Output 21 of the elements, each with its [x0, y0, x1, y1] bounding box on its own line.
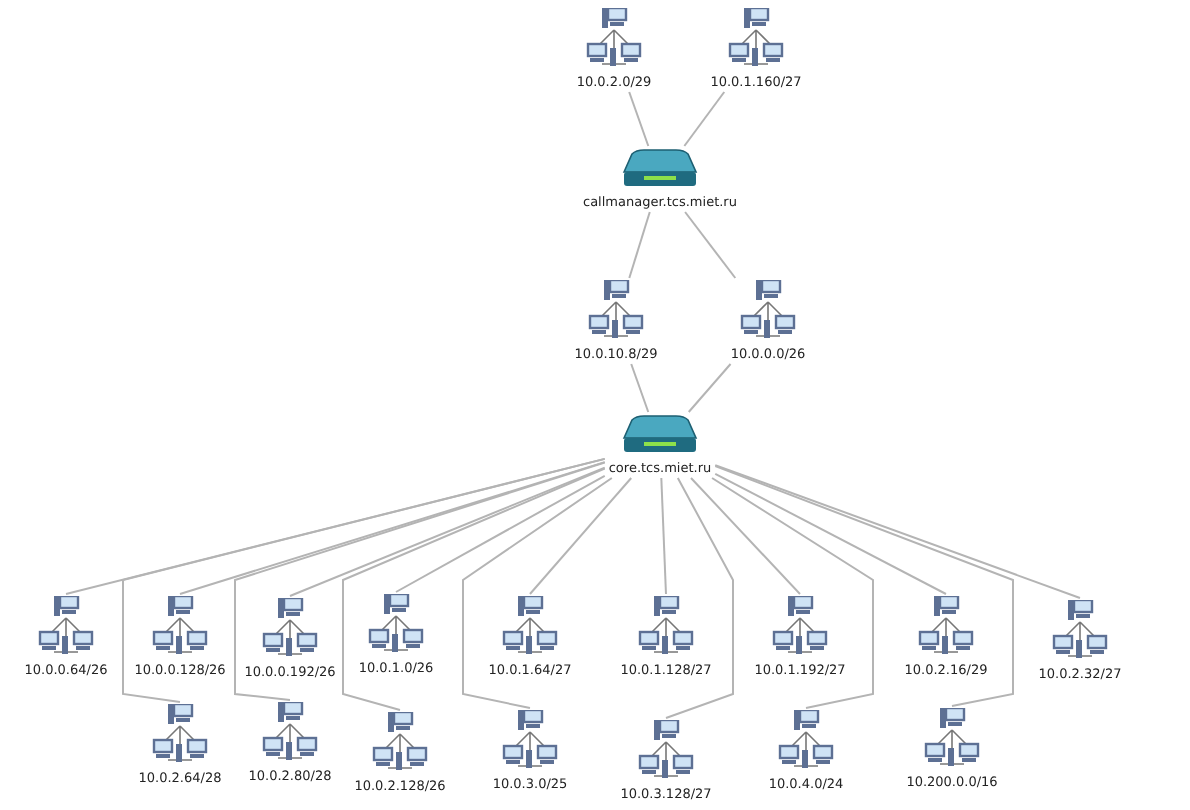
link-line — [462, 477, 613, 709]
link-line — [529, 477, 633, 595]
link-line — [687, 363, 732, 413]
link-line — [630, 363, 650, 413]
link-line — [714, 465, 1014, 707]
link-line — [714, 464, 1081, 599]
link-line — [628, 211, 651, 279]
link-line — [234, 461, 606, 701]
link-line — [395, 474, 606, 593]
link-line — [342, 467, 606, 711]
link-line — [289, 466, 606, 597]
link-line — [690, 477, 801, 595]
link-line — [684, 211, 737, 279]
link-line — [711, 477, 874, 709]
link-line — [665, 477, 734, 719]
link-line — [683, 91, 726, 147]
link-line — [660, 477, 667, 595]
link-line — [122, 457, 606, 703]
link-line — [179, 461, 606, 595]
link-line — [628, 91, 650, 147]
link-line — [714, 472, 947, 595]
